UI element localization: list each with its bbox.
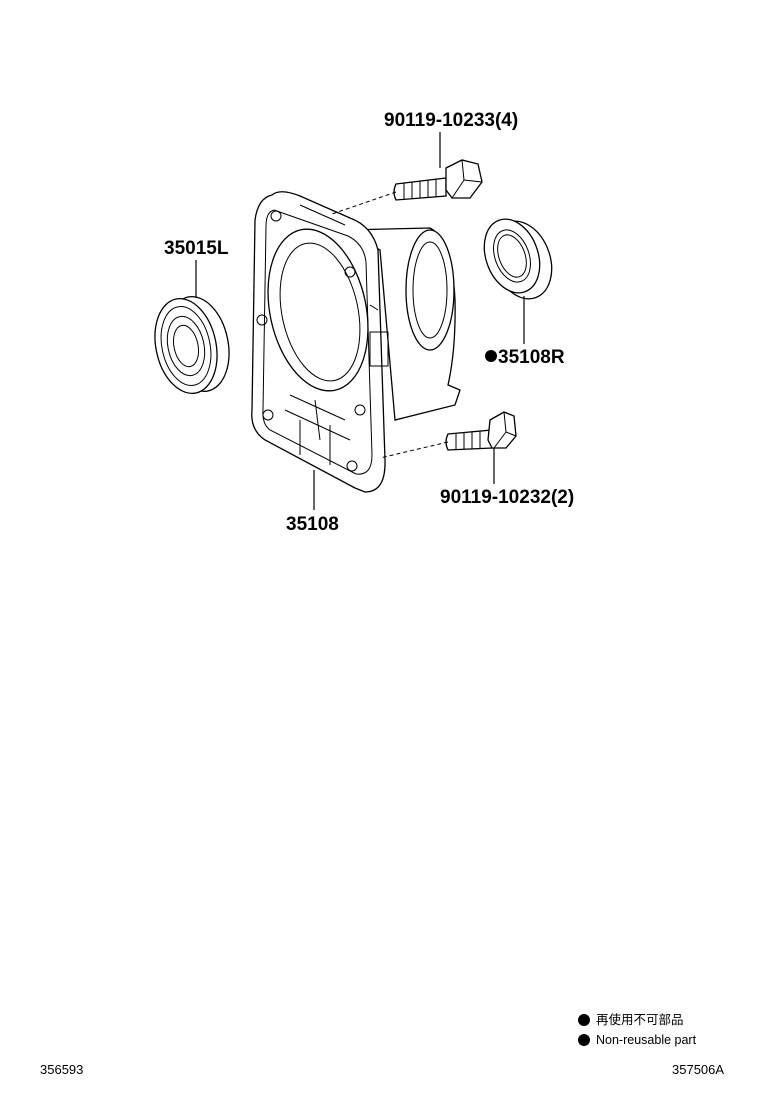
legend-row-en: Non-reusable part (578, 1030, 696, 1050)
ball-bearing (154, 295, 230, 395)
label-seal: 35108R (498, 347, 565, 368)
bolt-bottom (445, 411, 517, 451)
legend: 再使用不可部品 Non-reusable part (578, 1010, 696, 1050)
non-reusable-marker-icon (485, 350, 497, 362)
label-bolt-top: 90119-10233(4) (384, 110, 518, 131)
label-bearing: 35015L (164, 238, 229, 259)
footer-id-right: 357506A (672, 1062, 725, 1077)
legend-text-jp: 再使用不可部品 (596, 1013, 684, 1027)
footer-id-left: 356593 (40, 1062, 84, 1077)
filled-circle-icon (578, 1034, 590, 1046)
extension-housing (251, 191, 461, 493)
leader-lines (195, 132, 525, 510)
label-housing: 35108 (286, 514, 339, 535)
filled-circle-icon (578, 1014, 590, 1026)
legend-row-jp: 再使用不可部品 (578, 1010, 696, 1030)
label-bolt-bottom: 90119-10232(2) (440, 487, 574, 508)
bolt-top (393, 159, 483, 201)
legend-text-en: Non-reusable part (596, 1033, 697, 1047)
oil-seal (483, 218, 553, 300)
